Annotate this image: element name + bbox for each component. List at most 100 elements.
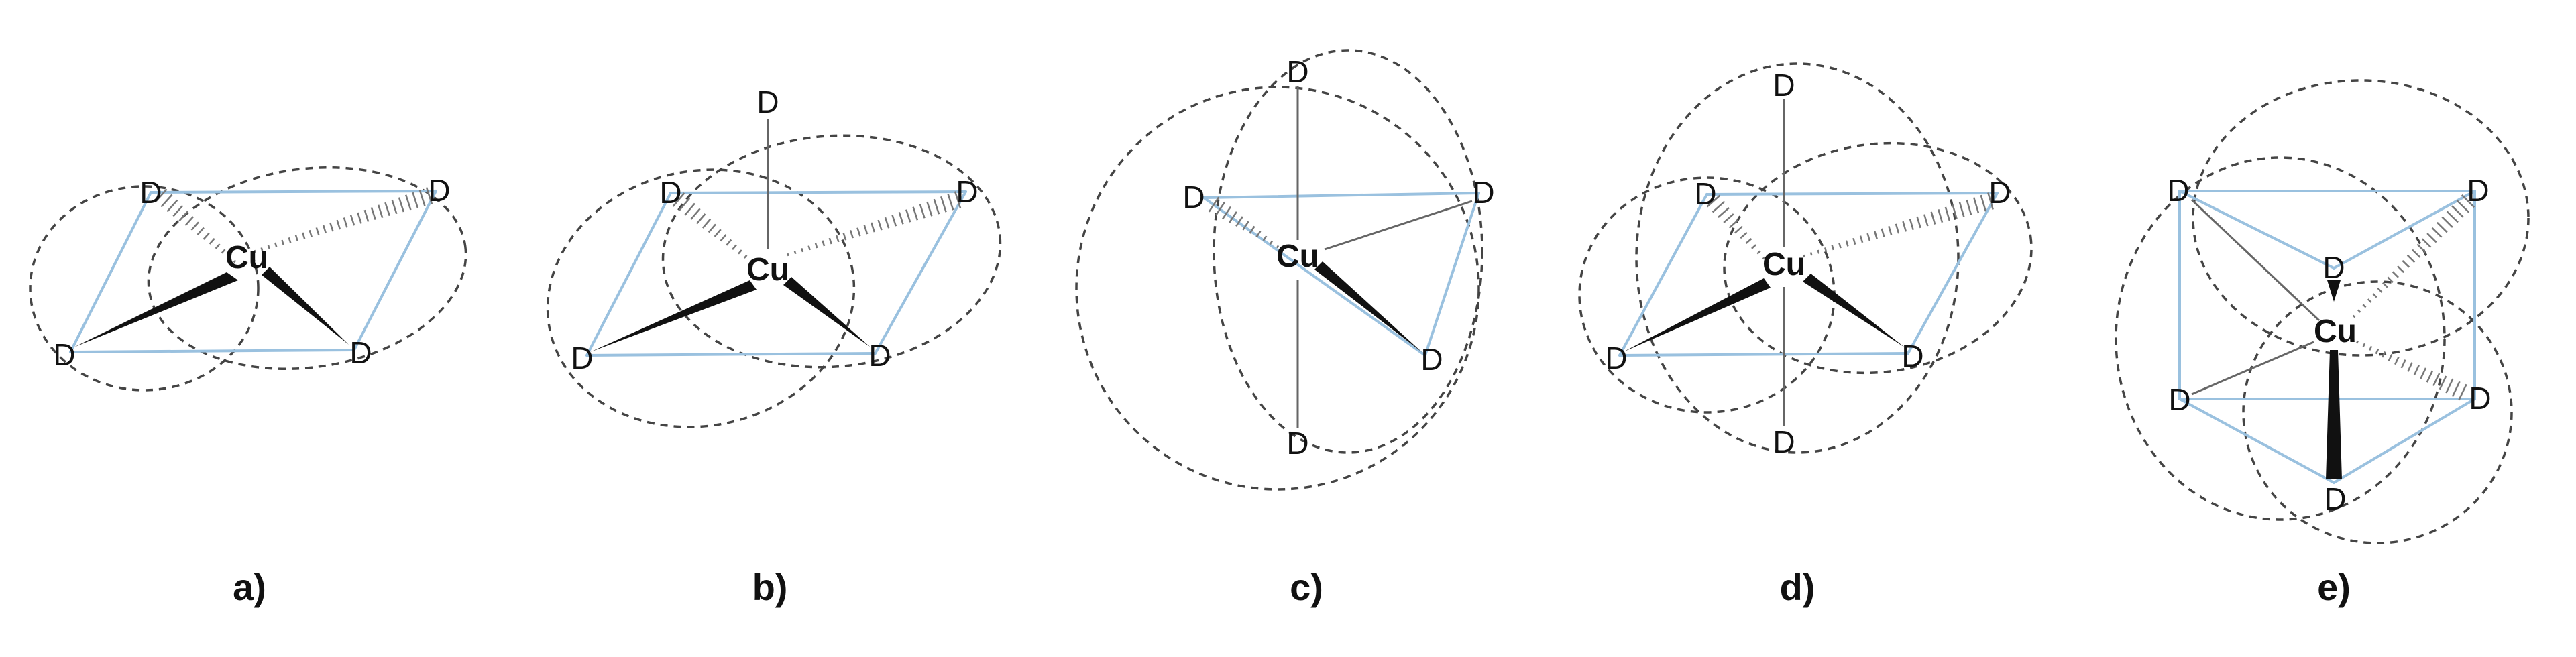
hash-stroke [160, 194, 173, 208]
atom-d: D [1286, 54, 1308, 89]
atom-cu: Cu [1276, 239, 1319, 274]
atom-d: D [1901, 339, 1923, 373]
hash-stroke [842, 232, 847, 241]
atom-d: D [869, 338, 891, 373]
hash-stroke [1866, 233, 1871, 241]
panel-b: D D D D D Cu b) [546, 84, 1002, 608]
hash-stroke [370, 207, 376, 220]
hash-stroke [1952, 204, 1958, 219]
wedge-bond [783, 277, 871, 347]
hash-stroke [801, 248, 804, 253]
hash-stroke [1262, 235, 1268, 241]
wedge-bond [1803, 274, 1905, 347]
hash-stroke [294, 235, 298, 241]
atom-d: D [349, 335, 372, 370]
hash-stroke [743, 254, 748, 259]
hash-stroke [2362, 343, 2366, 347]
hash-stroke [2461, 194, 2475, 208]
hash-stroke [221, 249, 226, 254]
hash-stroke [828, 237, 832, 245]
hash-stroke [336, 219, 341, 230]
hash-stroke [672, 192, 685, 207]
equatorial-bond [1324, 200, 1473, 251]
hash-stroke [2441, 216, 2453, 228]
hash-stroke [720, 234, 727, 242]
hash-stroke [1902, 221, 1907, 232]
hash-stroke [1923, 214, 1929, 227]
hash-stroke [2426, 370, 2434, 383]
hash-stroke [849, 230, 854, 239]
hash-stroke [384, 202, 390, 217]
hash-stroke [1966, 199, 1972, 216]
hash-stroke [2377, 287, 2383, 293]
hash-stroke [1740, 231, 1748, 239]
hash-stroke [2372, 293, 2377, 298]
hash-stroke [2357, 309, 2361, 313]
hash-stroke [678, 197, 691, 212]
hash-stroke [309, 229, 313, 238]
orbital-outline [2192, 79, 2530, 357]
polyhedron-edge [1907, 192, 1999, 355]
atom-d: D [1694, 176, 1716, 211]
orbital-outline [1578, 176, 1836, 414]
atom-cu: Cu [746, 252, 789, 288]
hash-stroke [172, 204, 184, 217]
hash-stroke [1944, 206, 1950, 221]
hash-stroke [2446, 211, 2459, 223]
atom-d: D [428, 173, 450, 208]
hash-stroke [378, 204, 384, 219]
hash-stroke [1859, 235, 1864, 243]
wedge-bond [2326, 350, 2342, 479]
polyhedron-edge [2333, 190, 2476, 270]
hash-stroke [2392, 271, 2399, 278]
hash-stroke [281, 239, 284, 245]
orbital-outline [29, 185, 260, 392]
hash-stroke [274, 242, 278, 247]
panel-label: d) [1780, 566, 1815, 608]
hash-stroke [836, 235, 840, 243]
hash-stroke [1916, 216, 1921, 229]
hash-stroke [1215, 201, 1226, 216]
hash-stroke [919, 204, 926, 219]
panel-label: a) [233, 566, 266, 608]
hash-stroke [696, 213, 706, 225]
hash-stroke [209, 237, 215, 245]
hash-stroke [793, 250, 797, 255]
atom-d: D [1182, 180, 1205, 215]
polyhedron-edge [69, 191, 152, 353]
atom-d: D [2467, 173, 2489, 208]
hash-stroke [1881, 228, 1885, 238]
hash-stroke [190, 221, 199, 231]
hash-stroke [2402, 260, 2410, 268]
hash-stroke [1255, 231, 1262, 238]
atom-d: D [1773, 68, 1795, 103]
hash-stroke [2421, 238, 2432, 248]
atom-cu: Cu [225, 240, 268, 276]
hash-stroke [412, 192, 419, 208]
hash-stroke [233, 259, 237, 263]
hash-stroke [2367, 298, 2372, 303]
hash-stroke [2407, 362, 2413, 372]
hash-stroke [871, 222, 875, 233]
atom-d: D [2322, 250, 2345, 285]
hash-stroke [2451, 205, 2464, 218]
hash-stroke [1803, 254, 1805, 258]
hash-stroke [203, 232, 210, 240]
hash-stroke [2439, 375, 2447, 390]
polyhedron-edge [1424, 192, 1480, 357]
orbital-outline [2242, 280, 2513, 544]
hash-stroke [749, 259, 753, 263]
atom-d: D [659, 175, 681, 210]
wedge-bond [1623, 278, 1771, 352]
hash-stroke [1888, 226, 1893, 236]
hash-stroke [1762, 256, 1766, 260]
hash-stroke [2362, 304, 2367, 308]
atom-cu: Cu [2314, 314, 2357, 349]
equatorial-bond [2191, 341, 2314, 396]
hash-stroke [363, 209, 370, 222]
atom-d: D [1773, 424, 1795, 459]
hash-stroke [684, 202, 695, 216]
hash-stroke [2445, 378, 2454, 394]
panel-c: D D D D D Cu c) [1075, 49, 1495, 608]
